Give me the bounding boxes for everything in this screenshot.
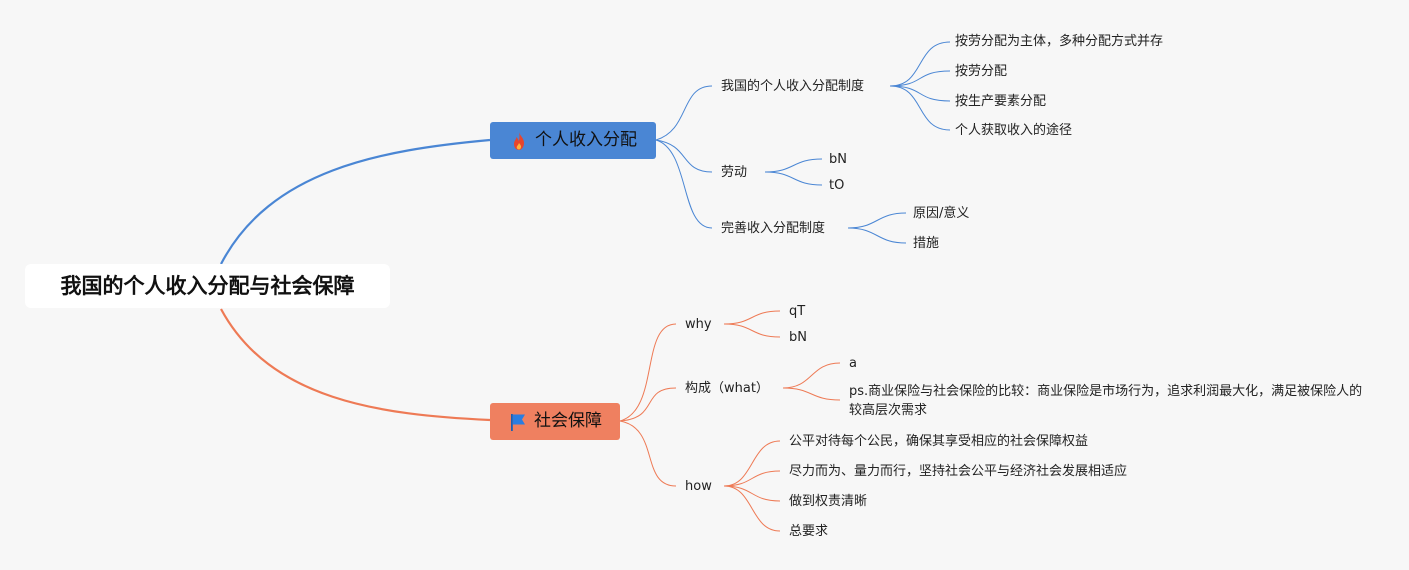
topic-system-item-4[interactable]: 个人获取收入的途径 [955,123,1073,138]
topic-how-item-2[interactable]: 尽力而为、量力而行，坚持社会公平与经济社会发展相适应 [789,464,1128,479]
connector-root-security [220,308,491,422]
topic-improve-distribution[interactable]: 完善收入分配制度 [721,221,826,236]
connector-why-2 [723,323,781,338]
connector-improve-2 [847,227,907,244]
topic-why[interactable]: why [685,317,712,332]
flag-icon [511,413,525,431]
topic-income-system[interactable]: 我国的个人收入分配制度 [721,79,865,94]
topic-what-item-1[interactable]: a [849,356,857,371]
connector-system-1 [889,41,951,87]
connector-income-system [655,85,713,141]
connector-root-income [220,138,491,265]
topic-what[interactable]: 构成（what） [685,381,769,396]
connector-security-what [619,387,677,422]
topic-why-item-2[interactable]: bN [789,330,807,345]
topic-labor-item-2[interactable]: tO [829,178,845,193]
topic-what-item-2[interactable]: ps.商业保险与社会保险的比较：商业保险是市场行为，追求利润最大化，满足被保险人… [849,384,1363,418]
connector-improve-1 [847,212,907,229]
connector-how-4 [723,485,781,532]
branch-income-label: 个人收入分配 [535,130,637,150]
connector-security-how [619,420,677,487]
connector-what-1 [782,362,841,389]
connector-income-improve [655,139,713,229]
topic-improve-item-2[interactable]: 措施 [913,236,940,251]
connector-income-labor [655,139,713,173]
connector-labor-2 [764,171,823,186]
topic-system-item-2[interactable]: 按劳分配 [955,64,1008,79]
connector-system-2 [889,70,951,87]
branch-social-security[interactable]: 社会保障 [490,403,620,440]
connector-how-1 [723,440,781,487]
topic-labor-item-1[interactable]: bN [829,152,847,167]
fire-icon [514,131,524,150]
connector-how-2 [723,470,781,487]
root-topic[interactable]: 我国的个人收入分配与社会保障 [25,264,390,308]
topic-improve-item-1[interactable]: 原因/意义 [913,206,970,221]
topic-how-item-3[interactable]: 做到权责清晰 [789,494,868,509]
topic-why-item-1[interactable]: qT [789,304,806,319]
topic-how-item-1[interactable]: 公平对待每个公民，确保其享受相应的社会保障权益 [789,434,1089,449]
connector-security-why [619,323,677,422]
connector-system-3 [889,85,951,102]
topic-how-item-4[interactable]: 总要求 [789,524,829,539]
branch-income-distribution[interactable]: 个人收入分配 [490,122,656,159]
connector-how-3 [723,485,781,502]
topic-how[interactable]: how [685,479,712,494]
connector-labor-1 [764,158,823,173]
topic-system-item-3[interactable]: 按生产要素分配 [955,94,1047,109]
connector-system-4 [889,85,951,131]
topic-labor[interactable]: 劳动 [721,165,748,180]
connector-why-1 [723,310,781,325]
connector-what-2 [782,387,841,401]
branch-security-label: 社会保障 [534,411,602,431]
topic-system-item-1[interactable]: 按劳分配为主体，多种分配方式并存 [955,34,1164,49]
